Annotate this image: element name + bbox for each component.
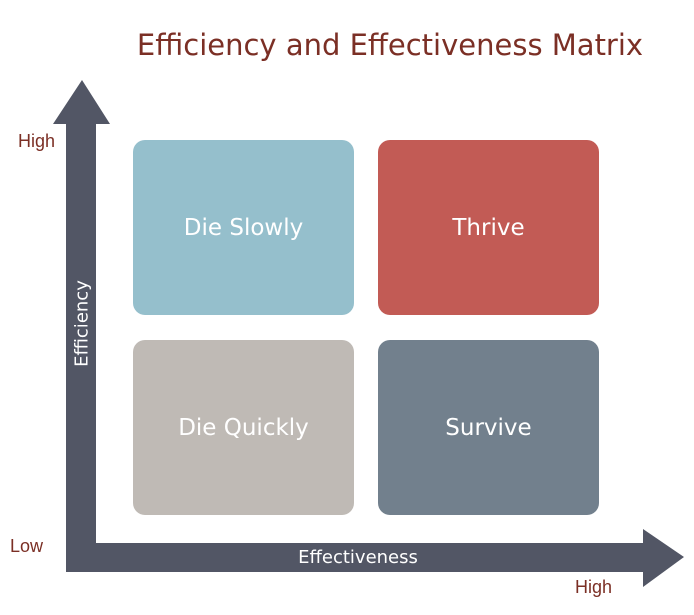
y-axis-low-label: Low [10,536,44,556]
x-axis-arrow [66,529,684,587]
quadrant-die-slowly: Die Slowly [133,140,354,315]
quadrant-thrive: Thrive [378,140,599,315]
y-axis-arrow [53,80,110,543]
y-axis-high-label: High [18,131,56,151]
quadrant-survive: Survive [378,340,599,515]
x-axis-label: Effectiveness [298,547,418,568]
x-axis-high-label: High [575,577,613,597]
y-axis-label: Efficiency [71,280,93,367]
diagram-title: Efficiency and Effectiveness Matrix [136,28,644,62]
quadrant-die-quickly: Die Quickly [133,340,354,515]
